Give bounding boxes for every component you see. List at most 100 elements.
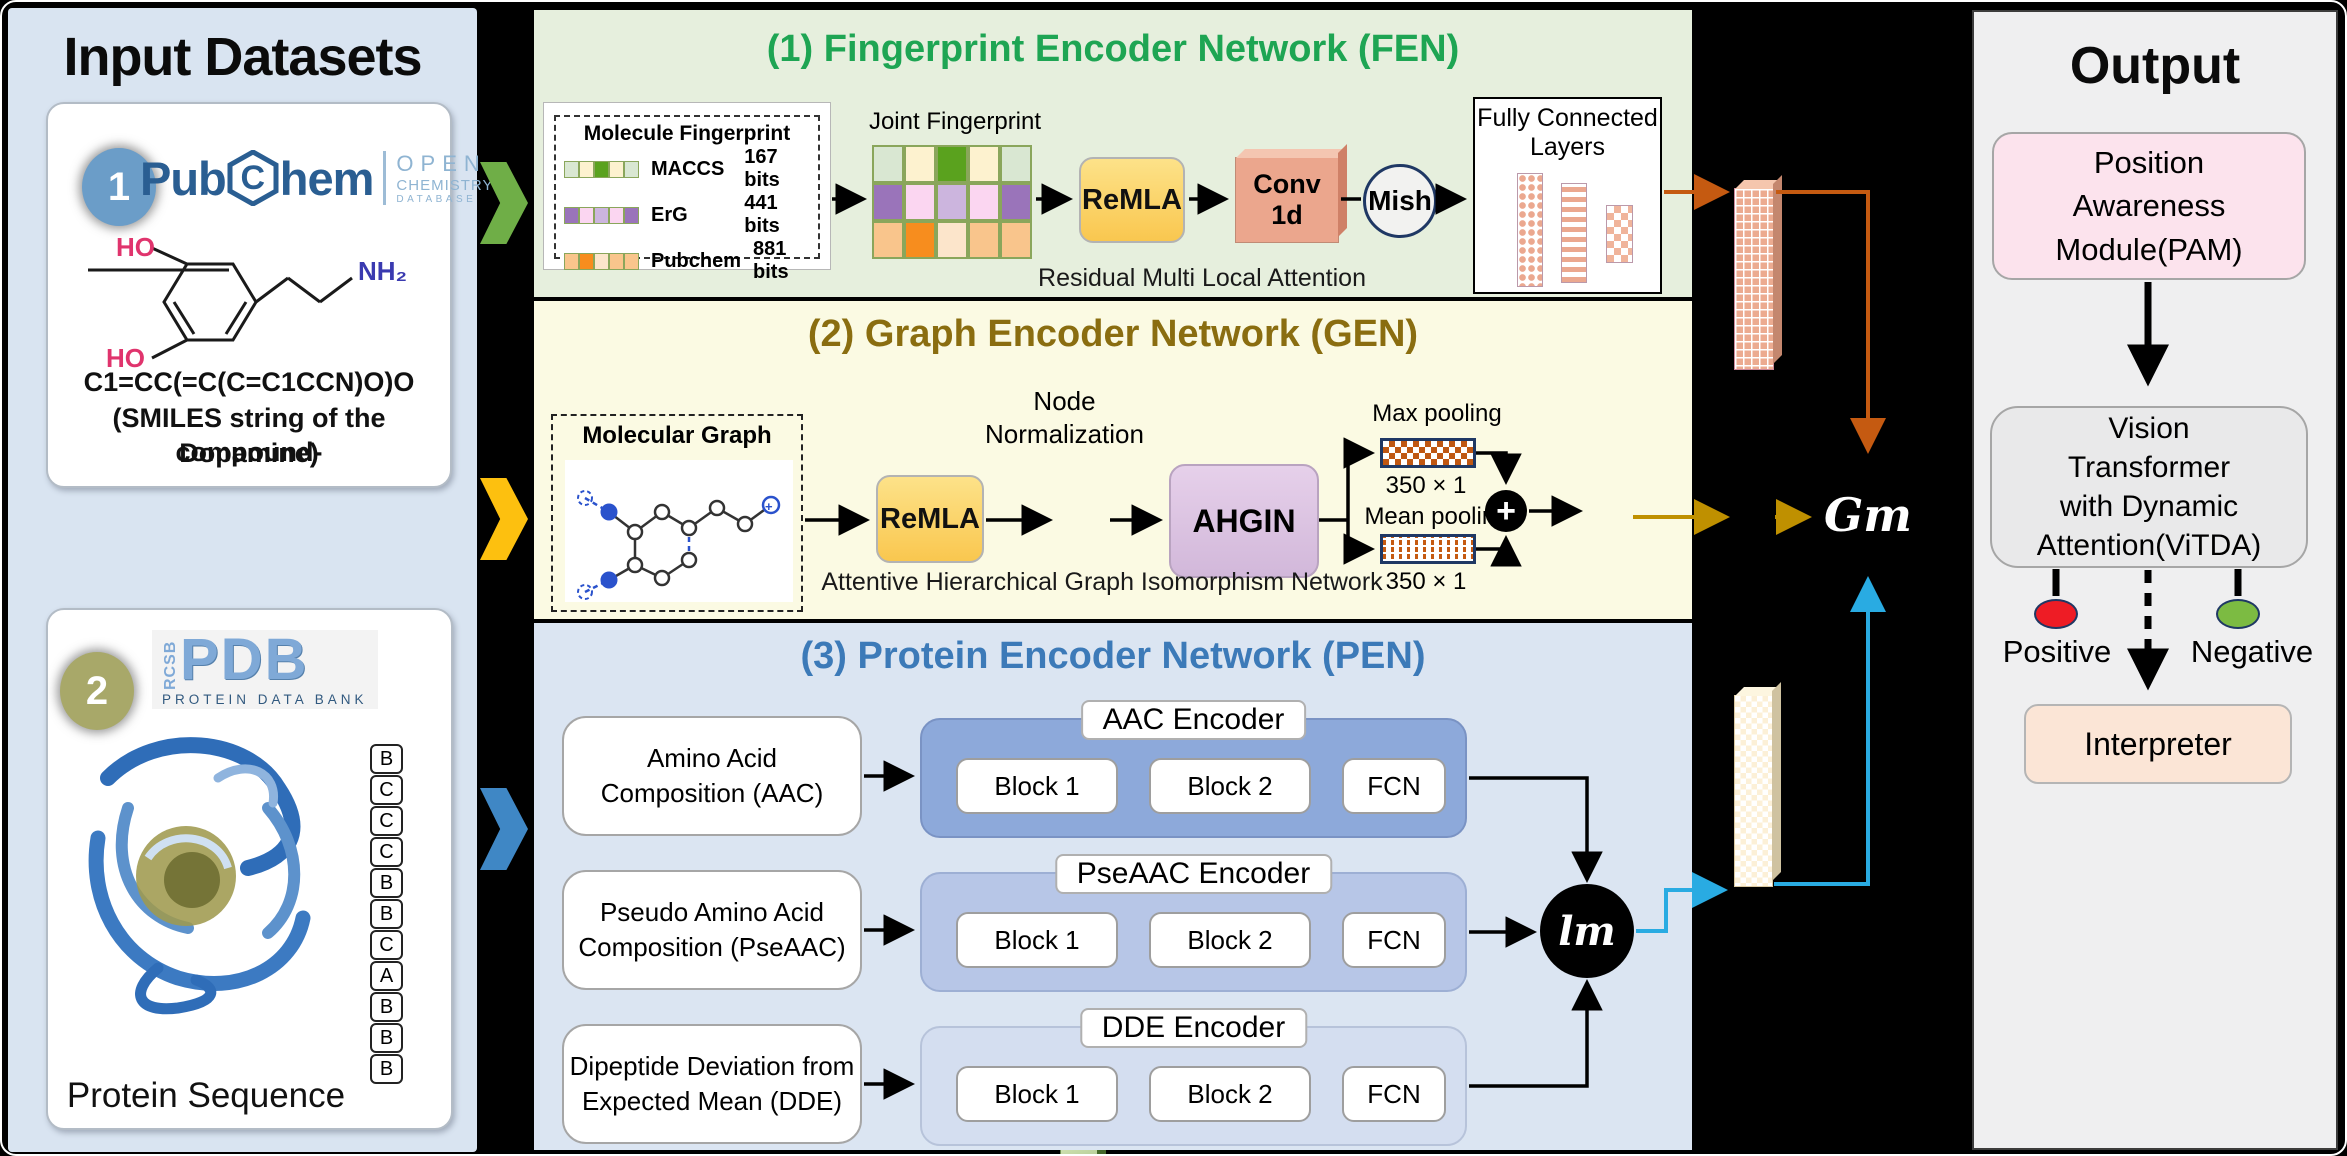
input-datasets-title: Input Datasets	[63, 27, 422, 87]
legend-row-maccs: MACCS 167 bits	[564, 146, 810, 192]
svg-text:+: +	[765, 499, 773, 514]
legend-row-pubchem: Pubchem 881 bits	[564, 238, 810, 284]
dopamine-structure: HO HO NH₂	[88, 234, 407, 370]
sequence-cell: B	[370, 1023, 403, 1053]
pubchem-logo-open: OPEN CHEMISTRY DATABASE	[383, 151, 493, 205]
input-to-gen-chevron-icon	[480, 478, 528, 560]
output-title: Output	[2069, 37, 2241, 95]
badge-2: 2	[60, 652, 134, 730]
protein-structure	[88, 737, 311, 1015]
aac-fcn: FCN	[1342, 758, 1446, 814]
fen-remla-block: ReMLA	[1079, 157, 1185, 243]
legend-title: Molecule Fingerprint	[583, 122, 791, 145]
arrow-pembar-to-gm	[1774, 576, 1886, 886]
maccs-strip	[564, 160, 639, 178]
pseaac-encoder: PseAAC Encoder Block 1 Block 2 FCN	[920, 854, 1467, 992]
max-pooling-dim: 350 × 1	[1385, 472, 1467, 499]
pseaac-encoder-tab: PseAAC Encoder	[1054, 854, 1333, 894]
ahgin-block: AHGIN	[1169, 464, 1319, 578]
fingerprint-embedding-bar	[1734, 188, 1774, 370]
gm-fusion-label: Gm	[1824, 488, 1912, 542]
molecule-fingerprint-legend: Molecule Fingerprint MACCS 167 bits ErG …	[543, 102, 831, 283]
mean-pooling-bar	[1380, 534, 1476, 564]
pdb-logo-name: PDB	[180, 627, 309, 692]
sequence-cell: C	[370, 837, 403, 867]
pubchem-logo: Pub C hem OPEN CHEMISTRY DATABASE	[140, 149, 494, 207]
dde-fcn: FCN	[1342, 1066, 1446, 1122]
sequence-cell: B	[370, 1054, 403, 1084]
svg-text:NH₂: NH₂	[358, 256, 407, 286]
aac-encoder-tab: AAC Encoder	[1080, 700, 1307, 740]
positive-label: Positive	[2002, 634, 2112, 669]
fen-title: (1) Fingerprint Encoder Network (FEN)	[766, 28, 1460, 70]
pseaac-block1: Block 1	[956, 912, 1118, 968]
legend-row-erg: ErG 441 bits	[564, 192, 810, 238]
sequence-cell: B	[370, 899, 403, 929]
dde-block1: Block 1	[956, 1066, 1118, 1122]
negative-label: Negative	[2190, 634, 2314, 669]
pen-title: (3) Protein Encoder Network (PEN)	[800, 635, 1426, 677]
sequence-cell: A	[370, 961, 403, 991]
protein-sequence-column: B C C C B B C A B B B	[370, 744, 403, 1084]
aac-block1: Block 1	[956, 758, 1118, 814]
max-pooling-label: Max pooling	[1372, 400, 1502, 427]
molecular-graph-box: Molecular Graph	[551, 414, 803, 612]
sequence-cell: C	[370, 930, 403, 960]
sequence-cell: C	[370, 775, 403, 805]
joint-fingerprint-label: Joint Fingerprint	[868, 108, 1042, 135]
interpreter-box: Interpreter	[2024, 704, 2292, 784]
graph-embedding-bar	[1734, 695, 1773, 887]
aac-block2: Block 2	[1149, 758, 1311, 814]
protein-sequence-caption: Protein Sequence	[66, 1076, 346, 1115]
lm-fusion-node: lm	[1540, 884, 1634, 978]
dde-encoder-tab: DDE Encoder	[1079, 1008, 1308, 1048]
max-pooling-bar	[1380, 438, 1476, 468]
fcl-bar-3	[1606, 205, 1633, 263]
pubchem-strip	[564, 252, 639, 270]
molecular-graph-image: +	[565, 460, 793, 602]
fcl-bar-2	[1561, 183, 1587, 283]
mean-pooling-dim: 350 × 1	[1385, 568, 1467, 595]
sequence-cell: C	[370, 806, 403, 836]
pdb-logo: RCSB PDB PROTEIN DATA BANK	[152, 630, 378, 709]
molecular-graph-label: Molecular Graph	[582, 422, 772, 449]
smiles-line2: (SMILES string of the compound-	[112, 403, 386, 467]
smiles-line3: Dopamine)	[179, 438, 319, 468]
fcl-bar-1	[1517, 173, 1543, 287]
joint-fingerprint-grid	[872, 145, 1032, 259]
sequence-cell: B	[370, 868, 403, 898]
smiles-line1: C1=CC(=C(C=C1CCN)O)O	[83, 367, 415, 397]
pseaac-fcn: FCN	[1342, 912, 1446, 968]
aac-encoder: AAC Encoder Block 1 Block 2 FCN	[920, 700, 1467, 838]
sequence-cell: B	[370, 744, 403, 774]
dde-encoder: DDE Encoder Block 1 Block 2 FCN	[920, 1008, 1467, 1146]
positive-dot-icon	[2034, 599, 2078, 629]
pubchem-logo-pub: Pub	[140, 151, 227, 205]
input-to-pen-chevron-icon	[480, 788, 528, 870]
arrow-embar-to-gm	[1776, 190, 1886, 454]
pubchem-logo-hem: hem	[279, 151, 375, 205]
svg-text:HO: HO	[116, 234, 155, 262]
pubchem-hexagon-icon: C	[227, 149, 279, 207]
pseaac-block2: Block 2	[1149, 912, 1311, 968]
pdb-logo-subtitle: PROTEIN DATA BANK	[162, 692, 368, 707]
erg-strip	[564, 206, 639, 224]
mean-pooling-label: Mean pooling	[1364, 503, 1509, 530]
fen-caption: Residual Multi Local Attention	[1038, 264, 1366, 292]
gen-remla-block: ReMLA	[876, 475, 984, 563]
svg-text:HO: HO	[106, 343, 145, 370]
gen-caption: Attentive Hierarchical Graph Isomorphism…	[821, 568, 1383, 596]
pdb-logo-rcsb: RCSB	[162, 640, 179, 690]
mish-activation: Mish	[1363, 164, 1437, 238]
dde-block2: Block 2	[1149, 1066, 1311, 1122]
